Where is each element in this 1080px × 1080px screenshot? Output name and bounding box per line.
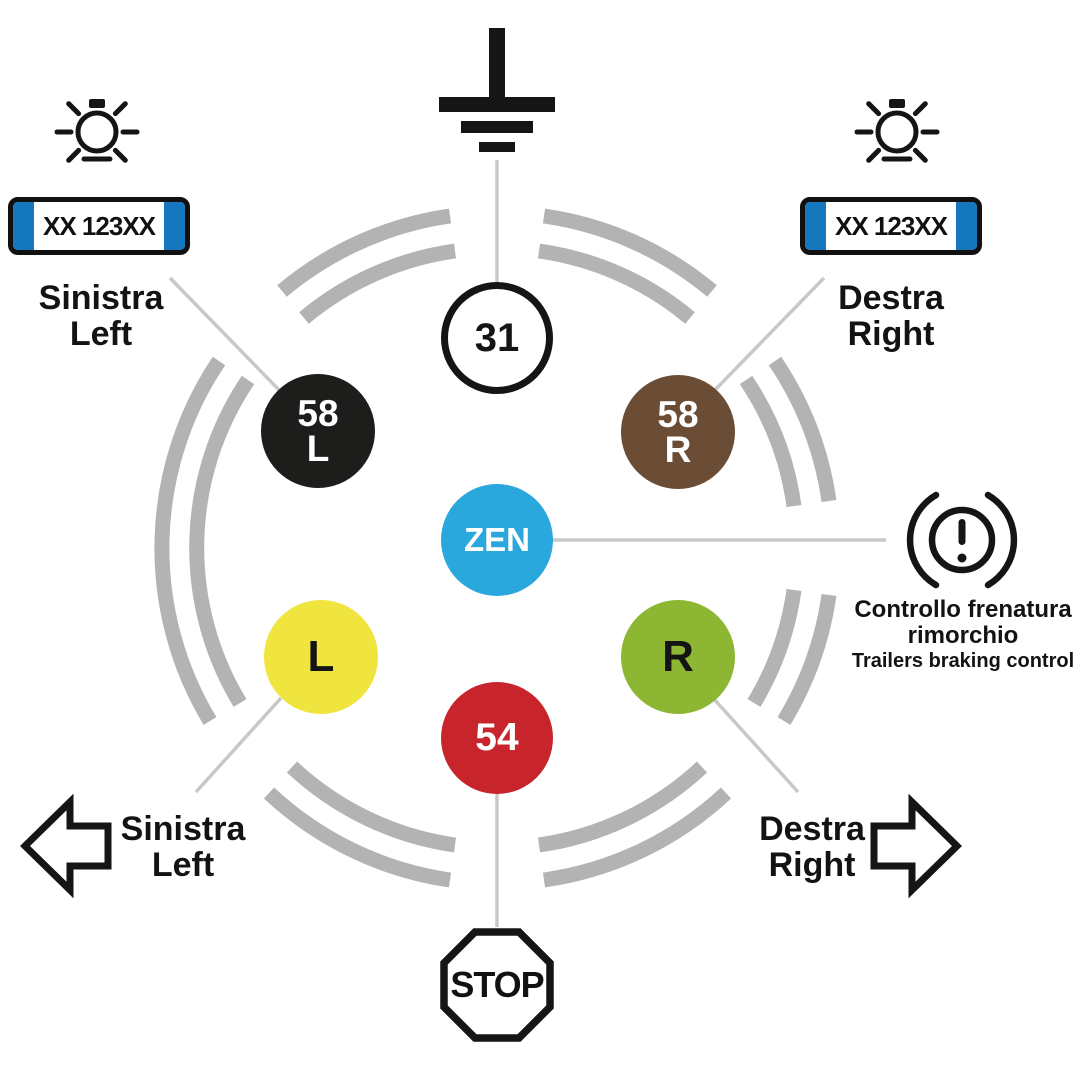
bulb-right-icon — [857, 99, 937, 160]
pin-58L-line1: 58 — [297, 392, 339, 434]
connector-ring — [154, 208, 837, 888]
license-plate-left: XX 123XX — [8, 197, 190, 255]
pin-zen-label: ZEN — [464, 521, 530, 559]
plate-right-blue-band-end — [956, 202, 977, 250]
caption-top-right-line2: Right — [847, 314, 935, 353]
pin-58R-line2: R — [664, 429, 692, 470]
plate-right-blue-band-start — [805, 202, 826, 250]
caption-bottom-right: Destra Right — [712, 810, 912, 884]
pin-left-label: L — [307, 632, 335, 682]
arrow-right-icon — [870, 793, 963, 899]
pin-54-label: 54 — [475, 716, 519, 760]
caption-bottom-left-line2: Left — [151, 845, 215, 884]
ground-icon — [439, 28, 555, 152]
pin-58R: 58 R — [621, 375, 735, 489]
caption-top-left: Sinistra Left — [1, 279, 201, 353]
caption-brake-control: Controllo frenatura rimorchio Trailers b… — [843, 596, 1080, 672]
caption-brake-line1: Controllo frenatura — [854, 596, 1072, 623]
pin-right-label: R — [662, 632, 694, 682]
pin-58L: 58 L — [261, 374, 375, 488]
connector-lines — [168, 160, 886, 927]
caption-bottom-right-line1: Destra — [759, 810, 865, 848]
plate-left-text: XX 123XX — [43, 210, 156, 241]
plate-right-text: XX 123XX — [835, 210, 948, 241]
stop-octagon-icon — [440, 928, 554, 1042]
caption-bottom-right-line2: Right — [768, 845, 856, 884]
pin-left: L — [264, 600, 378, 714]
pin-zen: ZEN — [441, 484, 553, 596]
plate-left-blue-band-end — [164, 202, 185, 250]
pin-31-label: 31 — [474, 316, 520, 360]
bulb-left-icon — [57, 99, 137, 160]
caption-brake-line2: rimorchio — [907, 622, 1019, 650]
pin-54: 54 — [441, 682, 553, 794]
caption-top-left-line1: Sinistra — [38, 279, 164, 317]
pin-58R-line1: 58 — [657, 393, 699, 435]
caption-top-right-line1: Destra — [838, 279, 944, 317]
license-plate-right: XX 123XX — [800, 197, 982, 255]
stop-sign-label: STOP — [450, 964, 544, 1005]
pin-58L-line2: L — [306, 428, 330, 469]
arrow-left-icon — [19, 793, 112, 899]
pin-right: R — [621, 600, 735, 714]
caption-bottom-left-line1: Sinistra — [120, 810, 246, 848]
pin-31: 31 — [441, 282, 553, 394]
brake-warning-icon — [906, 491, 1018, 589]
caption-top-right: Destra Right — [791, 279, 991, 353]
plate-left-blue-band-start — [13, 202, 34, 250]
caption-top-left-line2: Left — [69, 314, 133, 353]
caption-bottom-left: Sinistra Left — [83, 810, 283, 884]
caption-brake-line3: Trailers braking control — [851, 649, 1075, 672]
